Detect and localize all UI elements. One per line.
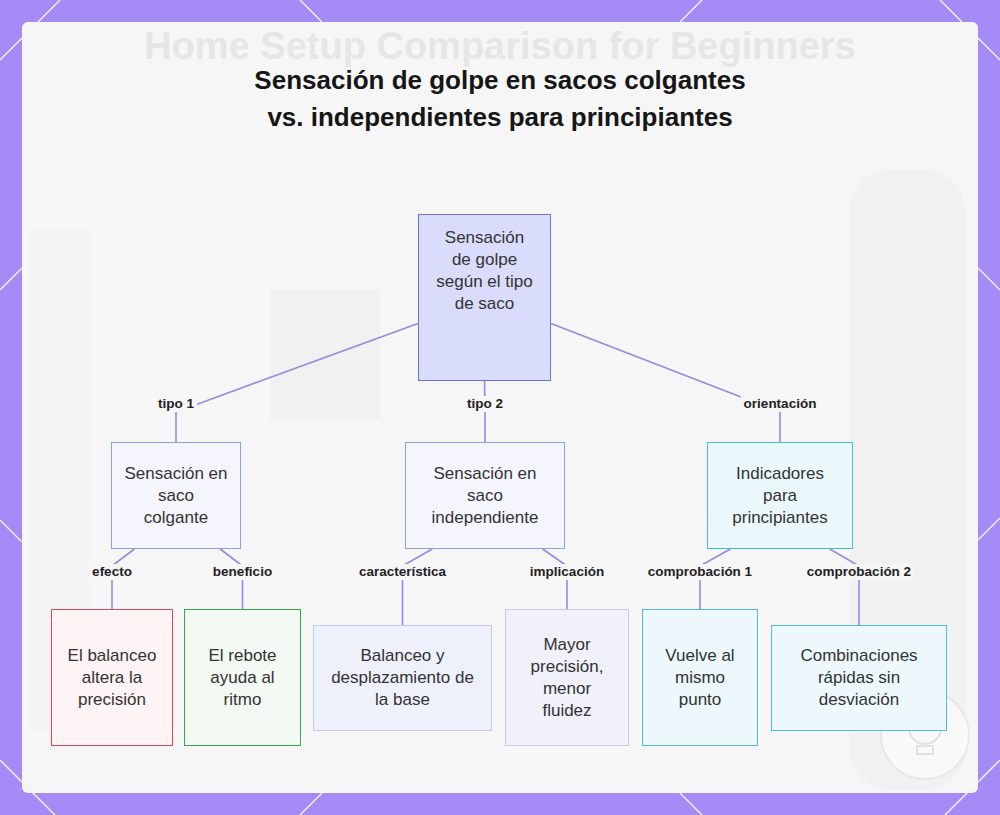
background-watermark: Home Setup Comparison for Beginners — [30, 24, 970, 68]
edge-label: implicación — [527, 564, 607, 580]
tree-connector — [830, 549, 859, 625]
tree-connector — [403, 549, 433, 625]
node-label: El rebote ayuda al ritmo — [195, 645, 290, 711]
node-label: Sensación en saco colgante — [124, 463, 228, 529]
edge-label: comprobación 2 — [804, 564, 914, 580]
edge-label: comprobación 1 — [645, 564, 755, 580]
edge-label: orientación — [741, 396, 820, 412]
edge-label: efecto — [89, 564, 135, 580]
node-label: Sensación en saco independiente — [418, 463, 552, 529]
edge-label: tipo 2 — [464, 396, 506, 412]
edge-label: característica — [356, 564, 449, 580]
effect-box: El balanceo altera la precisión — [51, 609, 173, 746]
category-box: Sensación en saco independiente — [405, 442, 565, 549]
implication-box: Mayor precisión, menor fluidez — [505, 609, 629, 746]
category-box: Indicadores para principiantes — [707, 442, 853, 549]
node-label: Combinaciones rápidas sin desviación — [784, 645, 934, 711]
node-label: El balanceo altera la precisión — [64, 645, 160, 711]
root-box: Sensación de golpe según el tipo de saco — [418, 214, 551, 381]
diagram-title: Sensación de golpe en sacos colgantes vs… — [240, 62, 760, 136]
edge-label: tipo 1 — [155, 396, 197, 412]
check-box: Vuelve al mismo punto — [642, 609, 758, 746]
content-panel — [22, 22, 978, 793]
check-box: Combinaciones rápidas sin desviación — [771, 625, 947, 731]
node-label: Balanceo y desplazamiento de la base — [326, 645, 479, 711]
feature-box: Balanceo y desplazamiento de la base — [313, 625, 492, 731]
node-label: Indicadores para principiantes — [720, 463, 840, 529]
category-box: Sensación en saco colgante — [111, 442, 241, 549]
background-photo — [30, 170, 965, 790]
node-label: Vuelve al mismo punto — [655, 645, 745, 711]
node-label: Sensación de golpe según el tipo de saco — [435, 227, 534, 315]
tree-connector — [176, 323, 418, 442]
benefit-box: El rebote ayuda al ritmo — [184, 609, 301, 746]
edge-label: beneficio — [210, 564, 275, 580]
node-label: Mayor precisión, menor fluidez — [518, 634, 616, 722]
tree-connector — [551, 323, 780, 442]
